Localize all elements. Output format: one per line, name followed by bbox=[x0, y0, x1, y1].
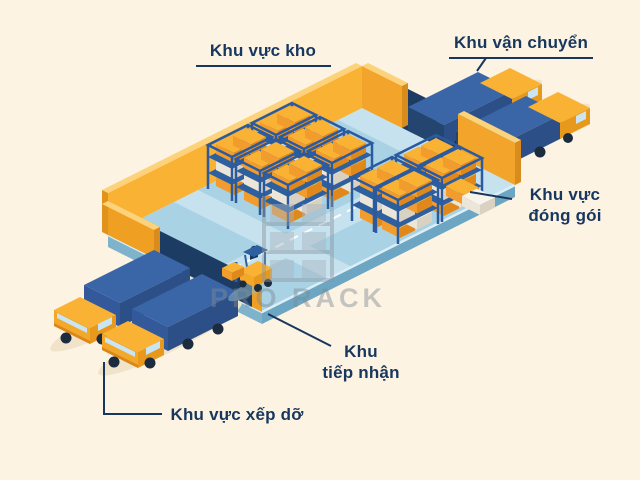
label-shipping-area: Khu vận chuyển bbox=[453, 33, 589, 52]
label-loading-area: Khu vực xếp dỡ bbox=[170, 405, 304, 424]
callout-line-packing bbox=[469, 191, 513, 200]
watermark-text: PRO RACK bbox=[210, 283, 386, 313]
callout-line-receiving bbox=[267, 313, 332, 347]
label-packing-line2: đóng gói bbox=[528, 206, 602, 225]
callout-line-shipping-pointer bbox=[476, 57, 487, 72]
shipping-wall bbox=[362, 63, 521, 185]
brand-watermark: PRO RACK bbox=[210, 196, 386, 313]
forklift-icon bbox=[222, 245, 272, 302]
callout-lines bbox=[103, 57, 593, 415]
label-packing-line1: Khu vực bbox=[529, 185, 601, 204]
label-receiving-line1: Khu bbox=[344, 342, 378, 361]
warehouse-illustration: PRO RACK bbox=[44, 57, 596, 415]
label-receiving-line2: tiếp nhận bbox=[322, 363, 400, 382]
label-receiving-area: Khu tiếp nhận bbox=[322, 341, 399, 383]
callout-line-loading bbox=[103, 362, 162, 415]
label-storage-area: Khu vực kho bbox=[209, 41, 317, 60]
label-packing-area: Khu vực đóng gói bbox=[528, 184, 601, 226]
